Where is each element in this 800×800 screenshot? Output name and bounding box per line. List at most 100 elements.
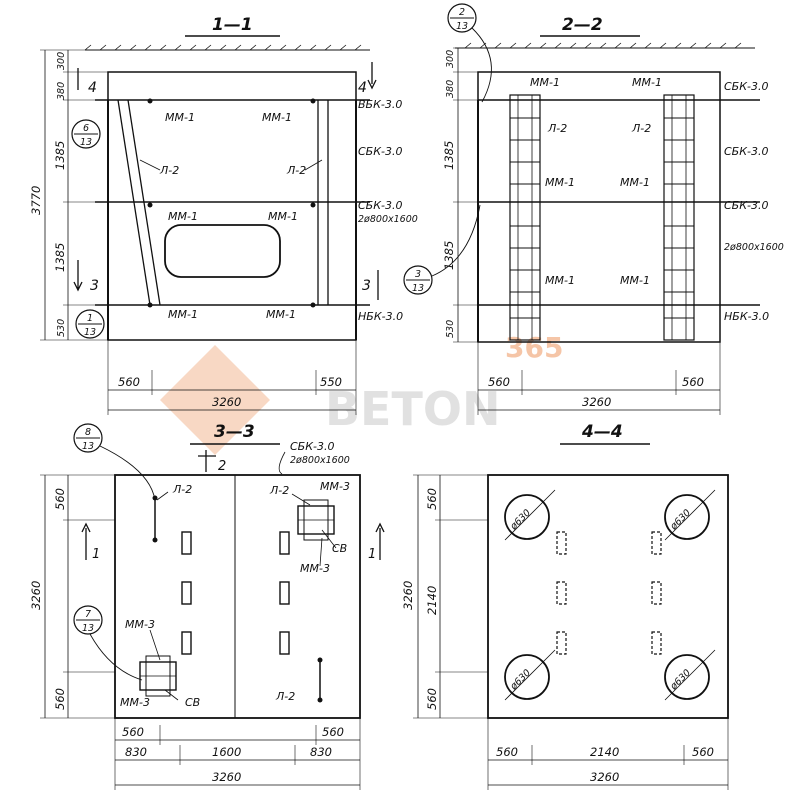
label-mm1: ММ-1 [632,76,662,89]
callout-8-13: 8 13 [73,423,156,501]
svg-text:7: 7 [85,609,91,620]
svg-text:2: 2 [459,7,465,18]
section-mark-1: 1 [92,547,100,562]
label-vbk: ВБК-3.0 [358,98,402,111]
watermark-logo-icon [160,345,270,455]
dim-3770: 3770 [29,186,43,215]
label-hole-diameter: ø630 [508,667,533,692]
dim-830: 830 [310,745,332,759]
label-hole-diameter: ø630 [668,507,693,532]
label-l2: Л-2 [286,164,306,177]
label-mm1: ММ-1 [165,111,195,124]
label-opening-size: 2ø800х1600 [358,214,418,225]
watermark-number: 365 [505,331,563,364]
dim-550: 550 [320,375,342,389]
callout-7-13: 7 13 [73,605,143,681]
section-4-4: 4—4 ø630 ø630 ø630 ø630 3260 560 2140 56… [401,422,729,790]
label-l2: Л-2 [269,484,289,497]
label-mm3: ММ-3 [120,696,150,709]
section-mark-3: 3 [362,278,371,294]
callout-3-13: 3 13 [403,204,481,295]
dim-3260: 3260 [212,395,241,409]
label-hole-diameter: ø630 [508,507,533,532]
label-sbk: СБК-3.0 [358,145,403,158]
label-mm1: ММ-1 [168,210,198,223]
dim-1385: 1385 [53,243,67,272]
label-mm1: ММ-1 [545,176,575,189]
dim-300: 300 [445,50,456,68]
section-mark-4: 4 [88,80,97,96]
dim-3260: 3260 [212,770,241,784]
dim-3260: 3260 [582,395,611,409]
label-sbk: СБК-3.0 [358,199,403,212]
label-mm1: ММ-1 [620,176,650,189]
section-3-3: 3—3 2 СБК-3.0 2ø800х1600 Л-2 Л-2 ММ-3 СВ… [29,422,385,790]
label-mm1: ММ-1 [545,274,575,287]
dim-3260: 3260 [590,770,619,784]
label-nbk: НБК-3.0 [358,310,403,323]
dim-3260: 3260 [29,581,43,610]
dim-380: 380 [445,80,456,98]
label-mm3: ММ-3 [125,618,155,631]
label-sbk: СБК-3.0 [290,440,335,453]
svg-text:6: 6 [83,123,89,134]
dim-560: 560 [496,745,518,759]
label-nbk: НБК-3.0 [724,310,769,323]
dim-2140: 2140 [425,586,439,615]
section-mark-1: 1 [368,547,376,562]
dim-560: 560 [53,688,67,710]
dim-560: 560 [53,488,67,510]
label-opening-size: 2ø800х1600 [724,242,784,253]
label-sbk: СБК-3.0 [724,145,769,158]
callout-1-13: 1 13 [75,309,105,339]
label-mm1: ММ-1 [168,308,198,321]
label-opening-size: 2ø800х1600 [290,455,350,466]
label-mm3: ММ-3 [300,562,330,575]
svg-text:13: 13 [82,623,94,634]
section-title-3-3: 3—3 [214,422,255,442]
label-l2: Л-2 [275,690,295,703]
dim-560: 560 [322,725,344,739]
callout-6-13: 6 13 [71,119,101,149]
dim-1385: 1385 [442,141,456,170]
dim-560: 560 [425,488,439,510]
callout-2-13: 2 13 [447,3,492,103]
svg-text:1: 1 [87,313,93,324]
section-mark-3: 3 [90,278,99,294]
dim-2140: 2140 [590,745,619,759]
svg-text:3: 3 [415,269,421,280]
dim-380: 380 [56,82,67,100]
dim-560: 560 [122,725,144,739]
label-mm1: ММ-1 [266,308,296,321]
dim-3260: 3260 [401,581,415,610]
svg-text:8: 8 [85,427,91,438]
label-l2: Л-2 [631,122,651,135]
section-mark-2: 2 [218,459,226,474]
svg-text:13: 13 [80,137,92,148]
watermark: 365 BETON [160,331,563,455]
watermark-brand: BETON [325,382,500,436]
label-sbk: СБК-3.0 [724,199,769,212]
label-sv: СВ [185,696,200,709]
section-title-1-1: 1—1 [212,15,253,35]
label-mm1: ММ-1 [530,76,560,89]
label-sbk: СБК-3.0 [724,80,769,93]
dim-560: 560 [692,745,714,759]
label-l2: Л-2 [547,122,567,135]
dim-560: 560 [425,688,439,710]
dim-560: 560 [118,375,140,389]
svg-text:13: 13 [412,283,424,294]
label-l2: Л-2 [159,164,179,177]
label-hole-diameter: ø630 [668,667,693,692]
label-l2: Л-2 [172,483,192,496]
section-1-1: 1—1 ММ-1 ММ-1 ММ-1 ММ-1 ММ-1 ММ-1 Л-2 Л-… [29,15,418,415]
dim-530: 530 [445,320,456,338]
section-2-2: 2—2 ММ-1 ММ-1 Л-2 Л-2 ММ-1 ММ-1 ММ-1 ММ-… [403,3,784,415]
dim-560: 560 [682,375,704,389]
label-mm3: ММ-3 [320,480,350,493]
label-sv: СВ [332,542,347,555]
svg-text:13: 13 [456,21,468,32]
dim-300: 300 [56,52,67,70]
label-mm1: ММ-1 [262,111,292,124]
